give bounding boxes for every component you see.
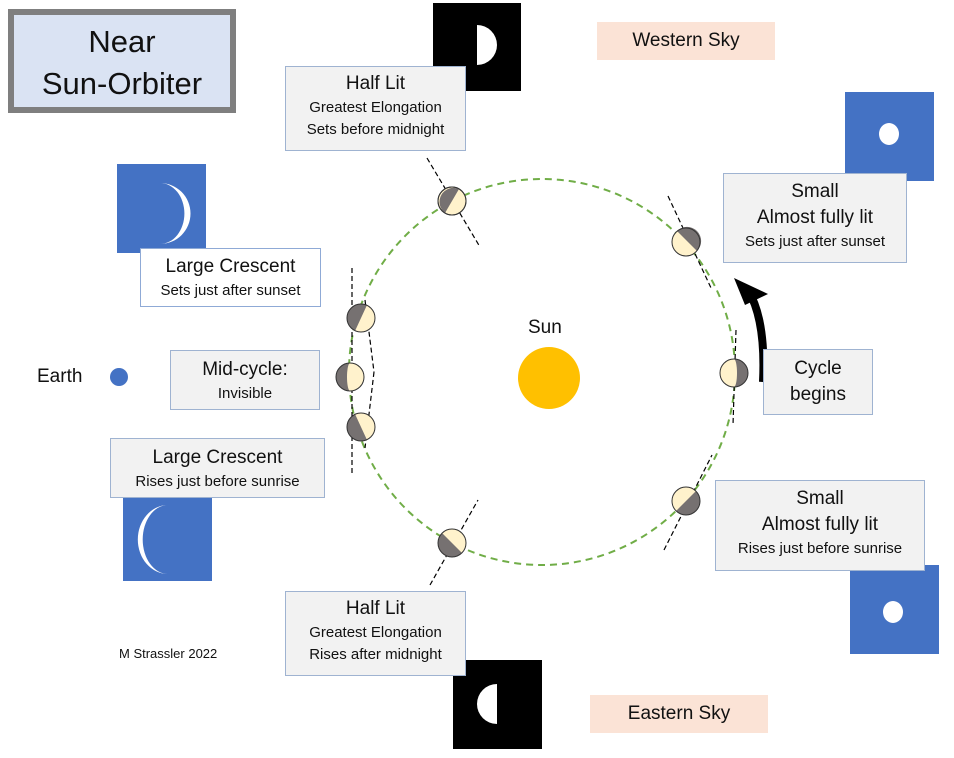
planet-right-mid — [719, 358, 749, 388]
large-crescent-bottom-box: Large Crescent Rises just before sunrise — [110, 438, 325, 498]
small-top-line2: Almost fully lit — [756, 207, 874, 228]
mid-cycle-title: Mid-cycle: — [202, 359, 288, 380]
cycle-begins-line1: Cycle — [794, 358, 842, 379]
large-crescent-top-line2: Sets just after sunset — [160, 282, 301, 299]
cycle-begins-line2: begins — [790, 384, 846, 405]
small-top-title: Small — [791, 181, 839, 202]
gibbous-dot-icon — [850, 565, 939, 654]
sun-label: Sun — [528, 317, 562, 338]
credit-text: M Strassler 2022 — [119, 646, 218, 661]
half-lit-bottom-line2: Greatest Elongation — [309, 624, 442, 641]
small-top-line3: Sets just after sunset — [744, 233, 886, 250]
western-sky-label: Western Sky — [597, 22, 775, 60]
eastern-sky-label: Eastern Sky — [590, 695, 768, 733]
large-crescent-top-box: Large Crescent Sets just after sunset — [140, 248, 321, 307]
half-moon-icon — [433, 3, 521, 91]
title-line-1: Near — [88, 24, 156, 59]
cycle-begins-box: Cycle begins — [763, 349, 873, 415]
mid-cycle-line2: Invisible — [217, 385, 273, 402]
small-bottom-box: Small Almost fully lit Rises just before… — [715, 480, 925, 571]
crescent-icon — [117, 164, 206, 253]
earth — [110, 368, 128, 386]
half-moon-icon — [453, 660, 542, 749]
half-lit-top-line3: Sets before midnight — [306, 121, 445, 138]
mid-cycle-box: Mid-cycle: Invisible — [170, 350, 320, 410]
half-lit-bottom-box: Half Lit Greatest Elongation Rises after… — [285, 591, 466, 676]
planet-left-mid — [335, 362, 365, 392]
planet-top-right — [671, 226, 702, 257]
large-crescent-top-title: Large Crescent — [165, 256, 296, 277]
sun — [518, 347, 580, 409]
planet-left-upper — [346, 303, 376, 333]
title-line-2: Sun-Orbiter — [41, 66, 203, 101]
small-bottom-title: Small — [796, 488, 844, 509]
small-top-box: Small Almost fully lit Sets just after s… — [723, 173, 907, 263]
small-bottom-line2: Almost fully lit — [761, 514, 879, 535]
crescent-icon — [123, 492, 212, 581]
diagram-title: Near Sun-Orbiter — [8, 9, 236, 113]
half-lit-top-box: Half Lit Greatest Elongation Sets before… — [285, 66, 466, 151]
earth-label: Earth — [37, 366, 83, 387]
planet-bottom-left — [437, 528, 467, 558]
half-lit-bottom-line3: Rises after midnight — [309, 646, 442, 663]
large-crescent-bottom-line2: Rises just before sunrise — [135, 473, 300, 490]
half-lit-top-line2: Greatest Elongation — [309, 99, 442, 116]
gibbous-dot-icon — [845, 92, 934, 181]
planet-top-left — [437, 186, 467, 216]
small-bottom-line3: Rises just before sunrise — [737, 540, 903, 557]
large-crescent-bottom-title: Large Crescent — [152, 447, 283, 468]
planet-left-lower — [346, 412, 376, 442]
half-lit-top-title: Half Lit — [345, 73, 406, 94]
planet-bottom-right — [671, 486, 701, 516]
half-lit-bottom-title: Half Lit — [345, 598, 406, 619]
